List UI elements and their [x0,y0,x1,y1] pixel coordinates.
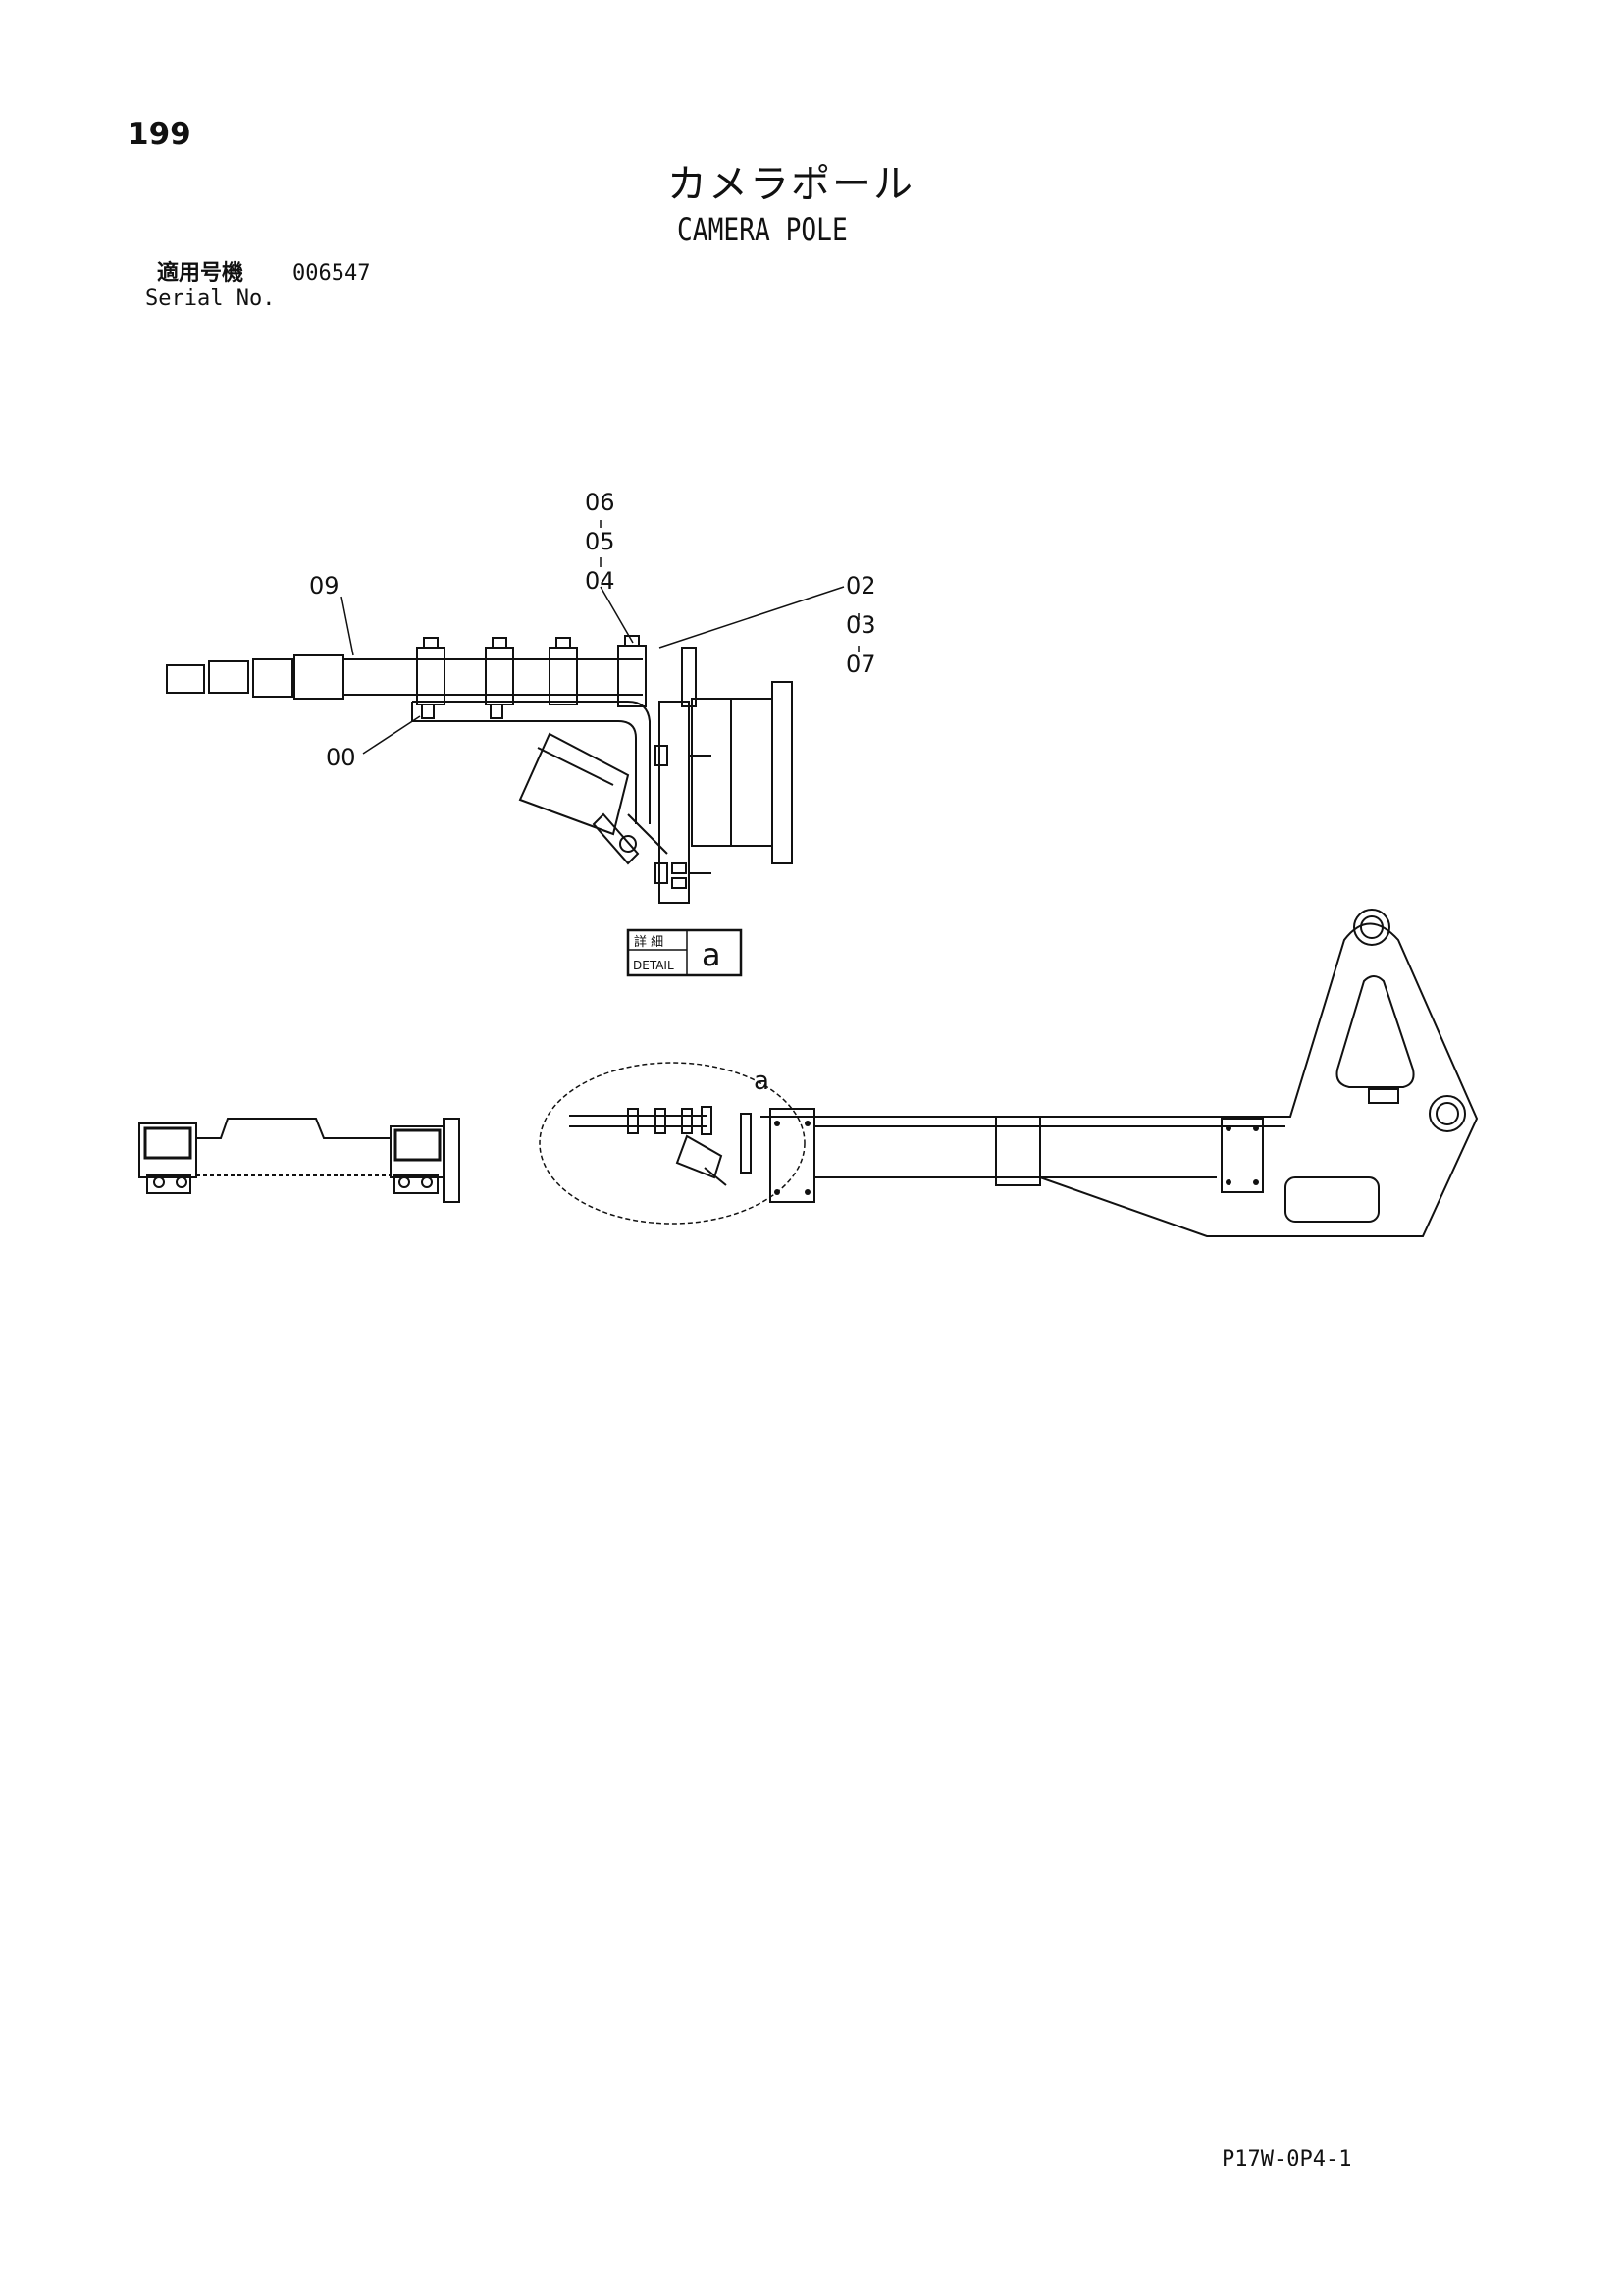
callout-06: 06 [585,489,615,516]
serial-label-japanese: 適用号機 [157,261,244,286]
boom-plate-holes [774,1121,1259,1195]
serial-number-value: 006547 [292,261,371,286]
title-japanese: カメラポール [667,162,915,207]
serial-label-english: Serial No. [145,287,276,311]
boom-overview [539,909,1479,1237]
detail-label-box [626,928,743,977]
callout-leaders [340,520,860,755]
callout-labels: 06 05 04 09 02 03 07 00 a 詳 細 DETAIL a [309,489,876,1096]
callout-07: 07 [846,651,876,678]
callout-03: 03 [846,611,876,639]
detail-label-english: DETAIL [633,959,674,972]
callout-00: 00 [326,744,356,771]
page-number: 199 [128,117,191,152]
callout-05: 05 [585,528,615,555]
callout-09: 09 [309,572,340,600]
callout-02: 02 [846,572,876,600]
title-english: CAMERA POLE [677,211,848,248]
callout-04: 04 [585,567,615,595]
detail-letter: a [702,936,721,973]
document-code: P17W-0P4-1 [1222,2147,1352,2171]
detail-label-japanese: 詳 細 [634,934,663,950]
bracket-top-view [138,1118,460,1203]
detail-a-assembly [166,635,793,904]
detail-marker-a: a [754,1067,769,1096]
